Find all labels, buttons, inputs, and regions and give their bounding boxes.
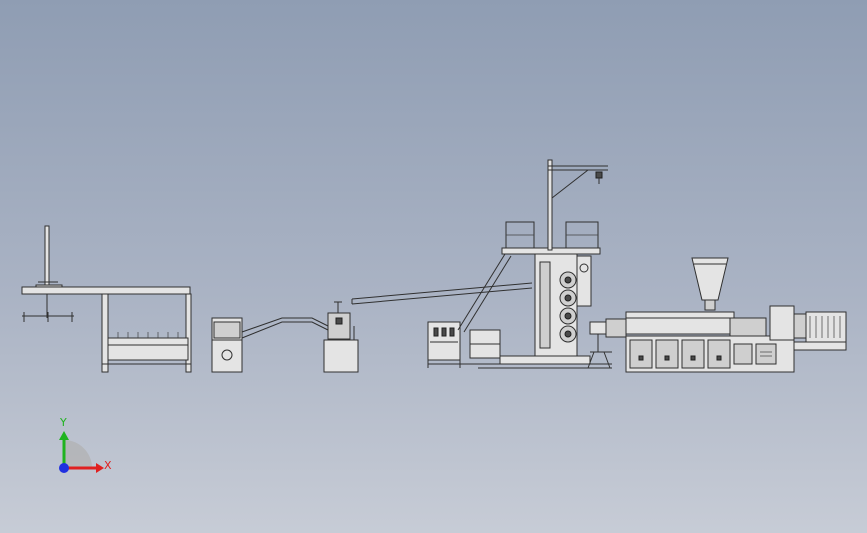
cooling-table[interactable] <box>21 286 192 373</box>
calender-roll-stack[interactable] <box>428 221 612 369</box>
pull-unit[interactable] <box>323 301 359 373</box>
orientation-triad: Y X <box>59 416 112 473</box>
melt-pump[interactable] <box>587 318 627 369</box>
cutter-unit[interactable] <box>211 317 243 373</box>
triad-x-label: X <box>104 459 112 472</box>
y-axis-arrow <box>59 431 69 440</box>
control-cabinet[interactable] <box>427 321 501 368</box>
triad-rotation-arc <box>64 440 92 468</box>
stacker-mast[interactable] <box>22 225 74 322</box>
triad-y-label: Y <box>59 416 67 429</box>
conveyor-belt-1 <box>241 317 329 339</box>
conveyor-belt-2 <box>351 282 533 305</box>
feed-hopper[interactable] <box>691 257 729 311</box>
x-axis-arrow <box>96 463 104 473</box>
z-axis-dot <box>59 463 69 473</box>
twin-screw-extruder[interactable] <box>625 305 847 373</box>
jib-crane[interactable] <box>547 159 608 251</box>
